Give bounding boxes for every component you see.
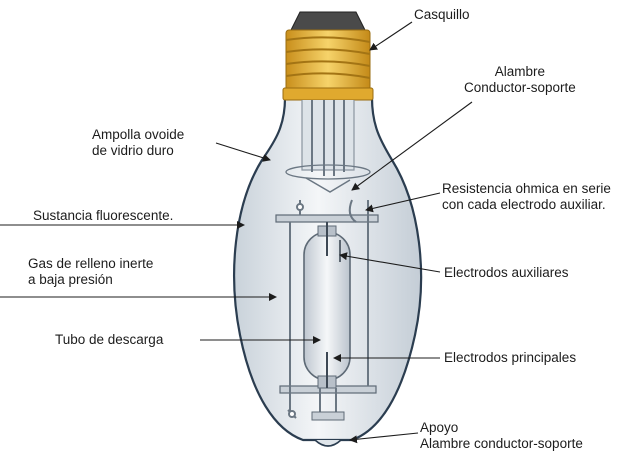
leader-casquillo (369, 21, 413, 51)
leader-resistencia (365, 192, 441, 213)
leader-lines (0, 21, 473, 444)
label-tubo-descarga: Tubo de descarga (55, 332, 164, 347)
label-ampolla: Ampolla ovoide de vidrio duro (92, 127, 185, 158)
label-casquillo: Casquillo (414, 7, 470, 22)
leader-ampolla (215, 142, 271, 162)
lamp-stem (285, 100, 371, 193)
label-sustancia: Sustancia fluorescente. (33, 208, 174, 223)
label-resistencia: Resistencia ohmica en serie con cada ele… (442, 181, 611, 212)
bulb-tip (314, 439, 342, 447)
label-alambre-conductor-soporte: Alambre Conductor-soporte (464, 64, 576, 95)
label-electrodos-auxiliares: Electrodos auxiliares (444, 265, 569, 280)
label-gas: Gas de relleno inerte a baja presión (28, 256, 154, 287)
screw-base (282, 11, 374, 101)
leader-electrodos-aux (339, 252, 441, 273)
leader-apoyo (349, 432, 419, 444)
label-electrodos-principales: Electrodos principales (444, 350, 577, 365)
leader-alambre (351, 101, 473, 191)
support-frame (275, 199, 379, 419)
label-apoyo: Apoyo Alambre conductor-soporte (420, 420, 583, 451)
